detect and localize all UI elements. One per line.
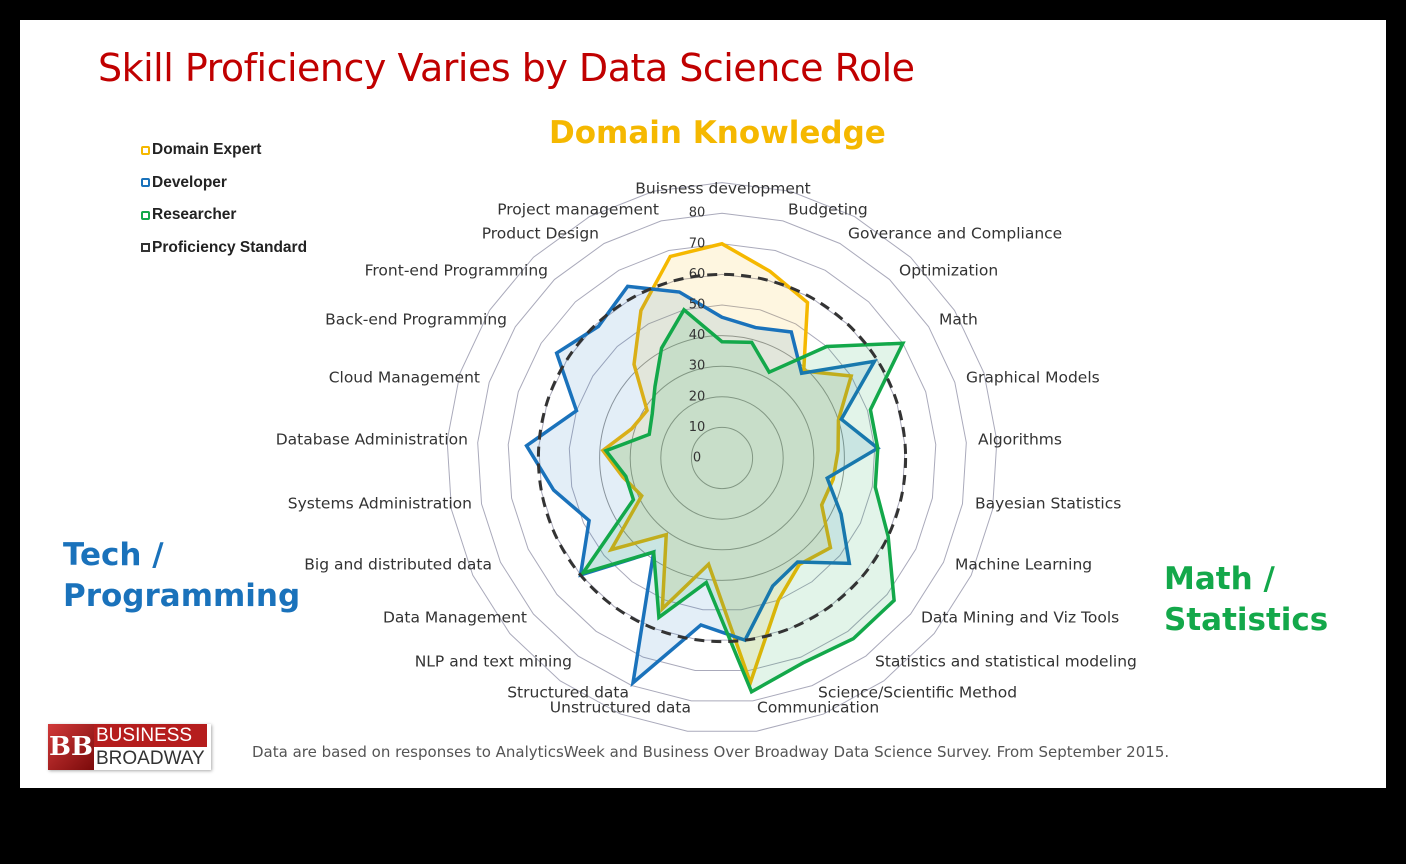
tick-label: 0 xyxy=(693,451,701,466)
legend-label: Researcher xyxy=(152,206,237,224)
category-label: Math xyxy=(939,311,978,329)
category-label: Graphical Models xyxy=(966,369,1100,387)
legend: Domain Expert Developer Researcher Profi… xyxy=(141,134,307,264)
tick-label: 30 xyxy=(689,359,706,374)
legend-domain-expert: Domain Expert xyxy=(141,134,307,167)
series-domain-expert xyxy=(600,241,854,689)
logo-line2: BROADWAY xyxy=(96,748,205,769)
category-label: Systems Administration xyxy=(288,495,472,513)
category-label: Unstructured data xyxy=(550,699,691,717)
math-label-line2: Statistics xyxy=(1164,602,1329,638)
tick-label: 70 xyxy=(689,236,706,251)
category-label: Big and distributed data xyxy=(304,556,492,574)
category-label: Algorithms xyxy=(978,431,1062,449)
category-label: Statistics and statistical modeling xyxy=(875,653,1137,671)
domain-knowledge-label: Domain Knowledge xyxy=(549,115,886,151)
category-label: Structured data xyxy=(507,684,629,702)
category-label: Back-end Programming xyxy=(325,311,507,329)
logo-text: BUSINESS BROADWAY xyxy=(94,724,207,770)
category-label: Database Administration xyxy=(276,431,468,449)
legend-label: Domain Expert xyxy=(152,141,262,159)
series-layer xyxy=(524,241,908,695)
legend-label: Proficiency Standard xyxy=(152,238,308,256)
category-label: Front-end Programming xyxy=(365,262,548,280)
grid-ring xyxy=(660,396,784,520)
legend-swatch-icon xyxy=(141,243,150,253)
tech-label-line2: Programming xyxy=(63,578,301,614)
legend-swatch-icon xyxy=(141,178,150,188)
legend-swatch-icon xyxy=(141,210,150,220)
category-label: Product Design xyxy=(482,225,599,243)
tick-label: 80 xyxy=(689,206,706,221)
radial-tick-labels: 0 10 20 30 40 50 60 70 80 xyxy=(689,206,706,466)
category-label: Machine Learning xyxy=(955,556,1092,574)
legend-label: Developer xyxy=(152,173,227,191)
tech-programming-label: Tech / Programming xyxy=(63,535,300,617)
grid-ring xyxy=(568,304,876,611)
category-label: Optimization xyxy=(899,262,998,280)
category-label: Data Management xyxy=(383,609,527,627)
logo-mark: BB xyxy=(48,724,94,770)
legend-proficiency-standard: Proficiency Standard xyxy=(141,232,307,265)
category-label: Budgeting xyxy=(788,201,868,219)
grid-ring xyxy=(446,182,998,732)
series-developer xyxy=(524,284,881,688)
legend-developer: Developer xyxy=(141,167,307,200)
category-label: Cloud Management xyxy=(329,369,480,387)
grid-ring xyxy=(477,212,967,702)
category-label: Communication xyxy=(757,699,879,717)
math-statistics-label: Math / Statistics xyxy=(1164,559,1328,641)
legend-swatch-icon xyxy=(141,145,150,155)
page-title: Skill Proficiency Varies by Data Science… xyxy=(98,46,915,90)
grid-ring xyxy=(599,335,845,581)
math-label-line1: Math / xyxy=(1164,561,1275,597)
category-label: Buisness development xyxy=(635,180,811,198)
legend-researcher: Researcher xyxy=(141,199,307,232)
logo-line1: BUSINESS xyxy=(94,724,207,747)
tick-label: 40 xyxy=(689,328,706,343)
category-label: Bayesian Statistics xyxy=(975,495,1121,513)
tech-label-line1: Tech / xyxy=(63,537,164,573)
grid-ring xyxy=(629,365,815,551)
tick-label: 20 xyxy=(689,389,706,404)
grid-ring xyxy=(690,426,754,490)
source-footnote: Data are based on responses to Analytics… xyxy=(252,743,1170,761)
category-label: Science/Scientific Method xyxy=(818,684,1017,702)
category-label: NLP and text mining xyxy=(415,653,572,671)
grid-ring xyxy=(507,243,937,672)
category-label: Project management xyxy=(497,201,659,219)
category-label: Goverance and Compliance xyxy=(848,225,1062,243)
series-proficiency-standard xyxy=(536,272,908,644)
series-researcher xyxy=(578,307,906,695)
tick-label: 60 xyxy=(689,267,706,282)
tick-label: 50 xyxy=(689,298,706,313)
business-broadway-logo: BB BUSINESS BROADWAY xyxy=(48,724,211,770)
slide-panel xyxy=(20,20,1386,788)
tick-label: 10 xyxy=(689,420,706,435)
category-label: Data Mining and Viz Tools xyxy=(921,609,1119,627)
